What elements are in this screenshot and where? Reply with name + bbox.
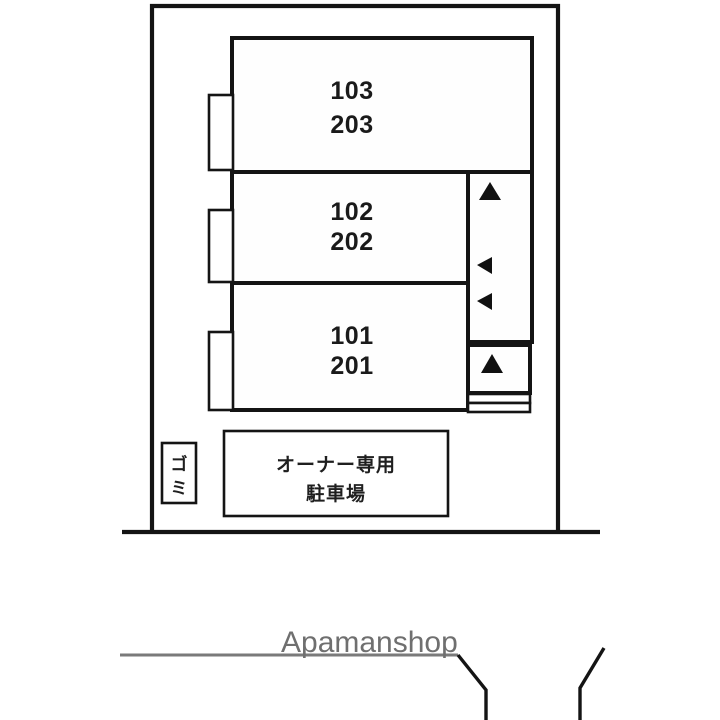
unit-label-203: 203 [330,111,373,139]
road-edge-right-corner [578,647,606,720]
apamanshop-watermark: Apamanshop [281,626,458,659]
unit-block-102-202 [230,170,470,285]
garbage-label-char2: ミ [171,479,188,499]
unit-labels-group: 103 203 102 202 101 201 [330,77,373,380]
balcony-102 [207,208,235,284]
road-lines-group [120,647,606,720]
owner-parking-label-line2: 駐車場 [306,482,366,505]
stair-upper-landing [466,170,534,344]
unit-label-103: 103 [330,77,373,105]
garbage-box [160,441,198,505]
stair-arrow-up-2-icon [481,354,503,373]
lot-boundary-group [122,3,600,535]
stair-arrow-up-1-icon [479,182,501,200]
owner-parking-label-line1: オーナー専用 [276,454,396,476]
balcony-101 [207,330,235,412]
lot-boundary-outline [149,3,561,532]
unit-label-201: 201 [330,352,373,380]
unit-label-101: 101 [330,322,373,350]
unit-label-202: 202 [330,228,373,256]
staircase-group [466,170,534,414]
garbage-label-char1: ゴ [171,454,188,475]
stair-arrow-left-1-icon [477,257,492,274]
owner-parking-box [222,429,450,518]
stair-tread-2 [466,401,532,414]
stair-arrow-left-2-icon [477,293,492,310]
garbage-group: ゴ ミ [160,441,198,505]
balcony-103 [207,93,235,172]
unit-label-102: 102 [330,198,373,226]
building-footprint-group [207,36,534,412]
road-edge-left-corner [456,653,488,720]
owner-parking-group: オーナー専用 駐車場 [222,429,450,518]
unit-block-103-203 [230,36,534,174]
stair-tread-1 [466,392,532,405]
